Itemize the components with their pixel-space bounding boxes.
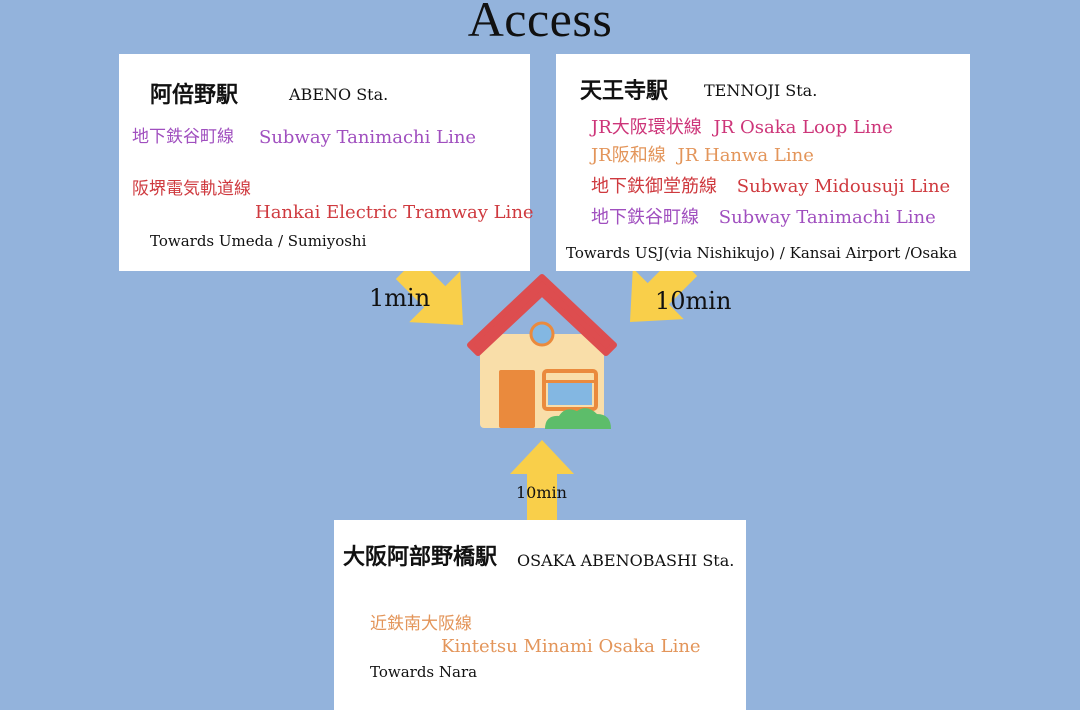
tennoji-line1-jp: JR大阪環状線 [591, 117, 702, 138]
abenobashi-name-en: OSAKA ABENOBASHI Sta. [517, 551, 735, 570]
tennoji-line1-en: JR Osaka Loop Line [713, 117, 893, 138]
abenobashi-station-card: 大阪阿部野橋駅 OSAKA ABENOBASHI Sta. 近鉄南大阪線 Kin… [334, 520, 746, 710]
abeno-line2-en: Hankai Electric Tramway Line [255, 202, 534, 223]
time-abenobashi: 10min [516, 483, 567, 502]
tennoji-line1: JR大阪環状線 JR Osaka Loop Line [591, 119, 893, 137]
tennoji-line2-jp: JR阪和線 [591, 145, 666, 166]
arrow-icon-abeno [395, 257, 463, 325]
arrow-icon-tennoji [630, 254, 698, 322]
abenobashi-name-jp: 大阪阿部野橋駅 [343, 544, 498, 570]
tennoji-line4: 地下鉄谷町線 Subway Tanimachi Line [591, 209, 936, 227]
arrow-icon-abenobashi [510, 440, 574, 520]
tennoji-station-card: 天王寺駅 TENNOJI Sta. JR大阪環状線 JR Osaka Loop … [556, 54, 970, 271]
tennoji-name-jp: 天王寺駅 [580, 78, 669, 104]
abeno-line-jp: 地下鉄谷町線 [132, 127, 234, 147]
abenobashi-line-jp: 近鉄南大阪線 [370, 614, 472, 634]
tennoji-line2: JR阪和線 JR Hanwa Line [591, 147, 814, 165]
abeno-station-card: 阿倍野駅 ABENO Sta. 地下鉄谷町線 Subway Tanimachi … [119, 54, 534, 271]
house-icon [467, 274, 617, 429]
tennoji-line4-jp: 地下鉄谷町線 [591, 207, 699, 228]
abeno-line-en: Subway Tanimachi Line [259, 127, 477, 148]
abeno-name-en: ABENO Sta. [289, 85, 389, 104]
abeno-line2-jp: 阪堺電気軌道線 [132, 179, 251, 199]
page-title: Access [467, 0, 613, 47]
abenobashi-line-en: Kintetsu Minami Osaka Line [441, 636, 701, 657]
time-abeno: 1min [369, 284, 431, 312]
abeno-towards: Towards Umeda / Sumiyoshi [150, 232, 367, 250]
tennoji-line4-en: Subway Tanimachi Line [718, 207, 936, 228]
abeno-name-jp: 阿倍野駅 [150, 82, 239, 108]
tennoji-line3: 地下鉄御堂筋線 Subway Midousuji Line [591, 178, 950, 196]
tennoji-line3-jp: 地下鉄御堂筋線 [591, 176, 717, 197]
time-tennoji: 10min [655, 287, 732, 315]
tennoji-line3-en: Subway Midousuji Line [736, 176, 951, 197]
abenobashi-towards: Towards Nara [370, 663, 478, 681]
tennoji-towards: Towards USJ(via Nishikujo) / Kansai Airp… [566, 244, 958, 262]
tennoji-name-en: TENNOJI Sta. [704, 81, 818, 100]
tennoji-line2-en: JR Hanwa Line [677, 145, 814, 166]
